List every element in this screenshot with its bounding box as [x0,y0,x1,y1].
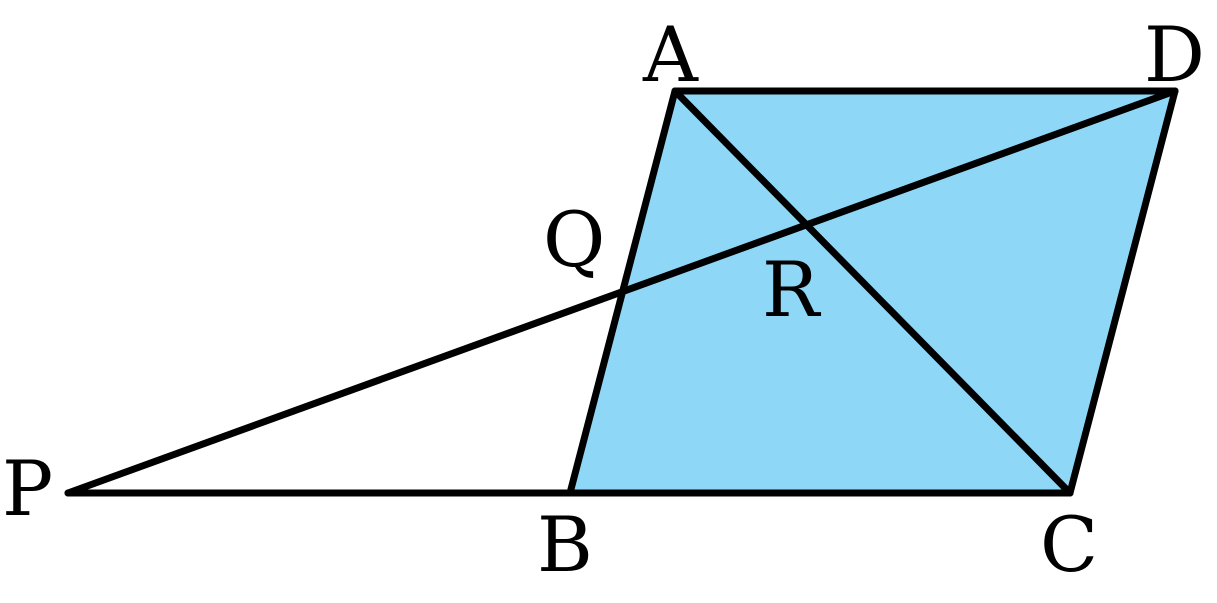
label-r: R [762,245,822,334]
label-c: C [1040,500,1098,589]
line-pd [64,87,1179,497]
label-d: D [1144,10,1205,99]
label-a: A [642,10,699,99]
edge-dc [1066,87,1179,497]
label-q: Q [543,195,605,284]
label-b: B [537,500,593,589]
diagonal-ac [671,87,1074,497]
label-p: P [2,444,53,533]
